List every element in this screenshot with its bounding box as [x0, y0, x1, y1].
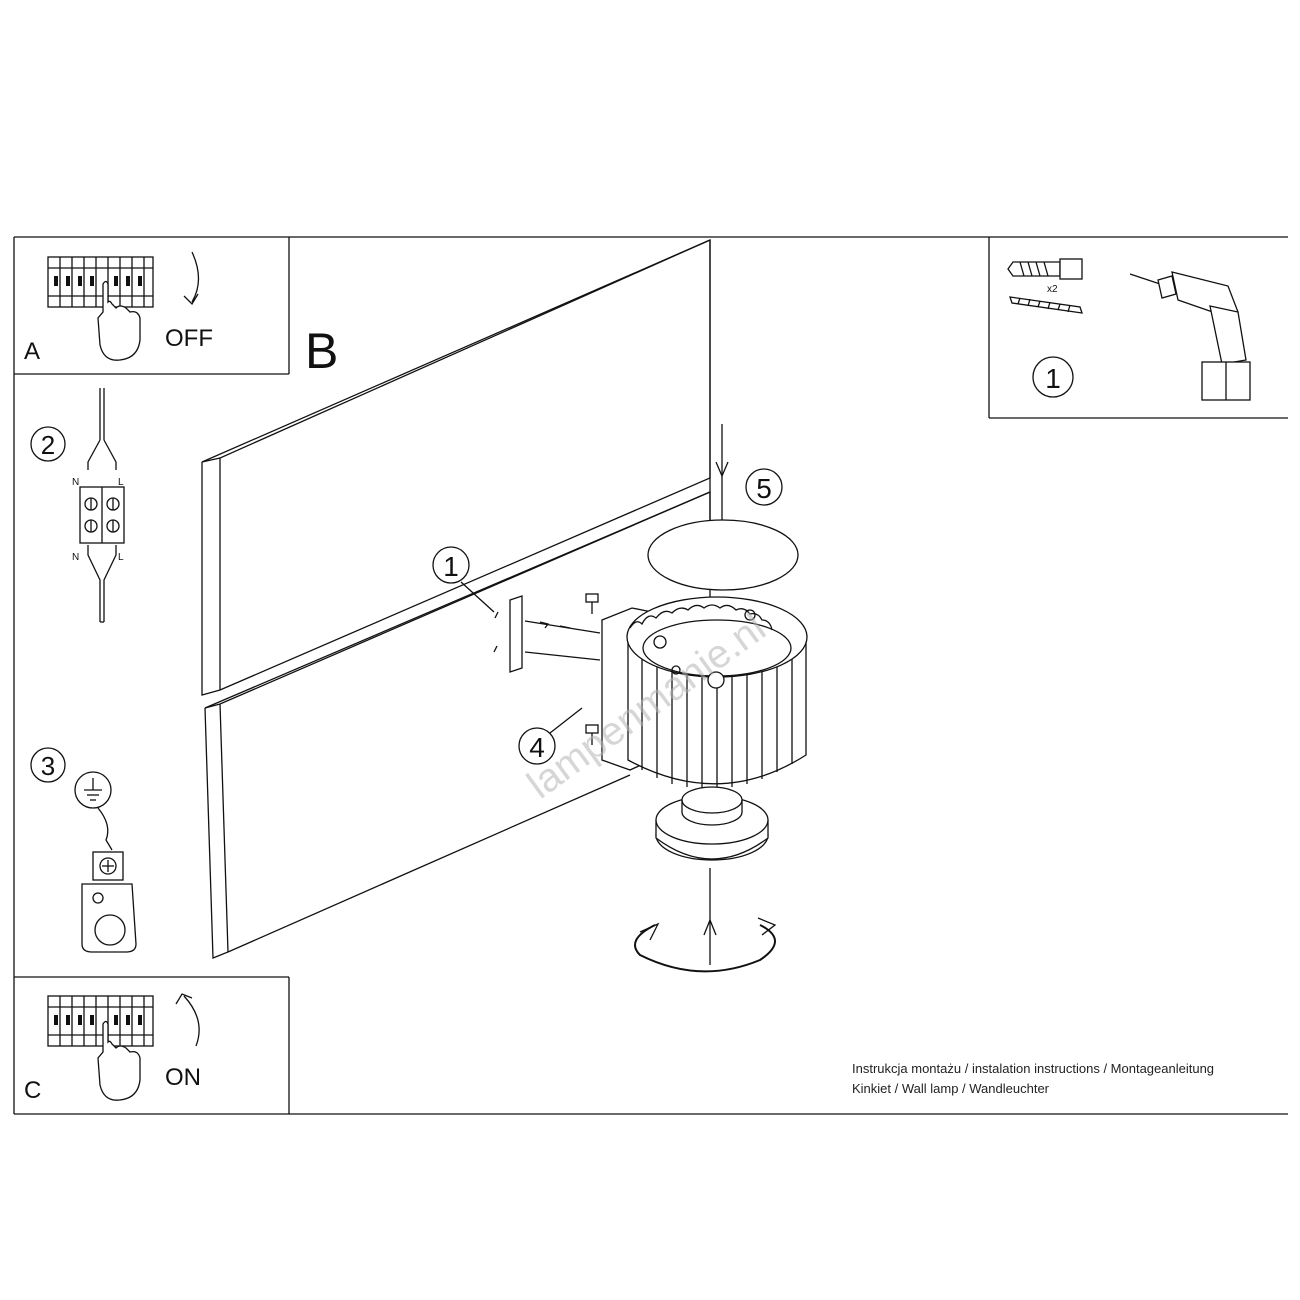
live-top: L: [118, 477, 124, 488]
mounting-assembly: 1 4: [432, 546, 601, 765]
fuse-box-icon: [47, 995, 154, 1047]
bracket-icon: [509, 595, 523, 673]
lamp-body: [601, 596, 808, 789]
quantity-label: x2: [1047, 284, 1058, 295]
panel-a: A OFF: [24, 251, 213, 365]
terminal-block-icon: [79, 486, 125, 544]
neutral-bottom: N: [72, 552, 79, 563]
tools-box: x2 1: [1007, 258, 1251, 401]
wall-plug-icon: [1007, 258, 1083, 280]
hand-icon: [97, 280, 141, 361]
step-2-number: 2: [41, 430, 55, 460]
panel-c-letter: C: [24, 1077, 41, 1104]
arrow-icon: [175, 993, 200, 1047]
frame: [13, 236, 1288, 1115]
callout-shade: 5: [756, 473, 772, 504]
bottom-cap: [655, 786, 769, 965]
ground-terminal-icon: [81, 851, 137, 953]
off-label: OFF: [165, 325, 213, 352]
panel-a-letter: A: [24, 338, 40, 365]
drill-icon: [1129, 271, 1251, 401]
ground-symbol-icon: [74, 771, 112, 809]
step-3-ground: 3: [30, 747, 137, 953]
screw-icon: [524, 620, 601, 661]
footer-title: Instrukcja montażu / instalation instruc…: [852, 1061, 1215, 1076]
fuse-box-icon: [47, 256, 154, 308]
shade-disc: 5: [647, 424, 799, 591]
live-bottom: L: [118, 552, 124, 563]
step-3-number: 3: [41, 751, 55, 781]
panel-c: C ON: [24, 993, 201, 1104]
footer-subtitle: Kinkiet / Wall lamp / Wandleuchter: [852, 1081, 1049, 1096]
neutral-top: N: [72, 477, 79, 488]
callout-screw: 4: [529, 732, 545, 763]
screw-icon: [585, 593, 599, 745]
rotate-arrow-icon: [634, 917, 777, 973]
arrow-icon: [183, 251, 200, 306]
callout-bracket: 1: [443, 551, 459, 582]
hand-icon: [97, 1020, 141, 1101]
on-label: ON: [165, 1064, 201, 1091]
step-2-wiring: 2 N L N L: [30, 388, 125, 623]
panel-b-letter: B: [305, 323, 338, 379]
wall: [201, 239, 711, 959]
tools-step-number: 1: [1045, 363, 1061, 394]
screw-icon: [1009, 296, 1083, 314]
